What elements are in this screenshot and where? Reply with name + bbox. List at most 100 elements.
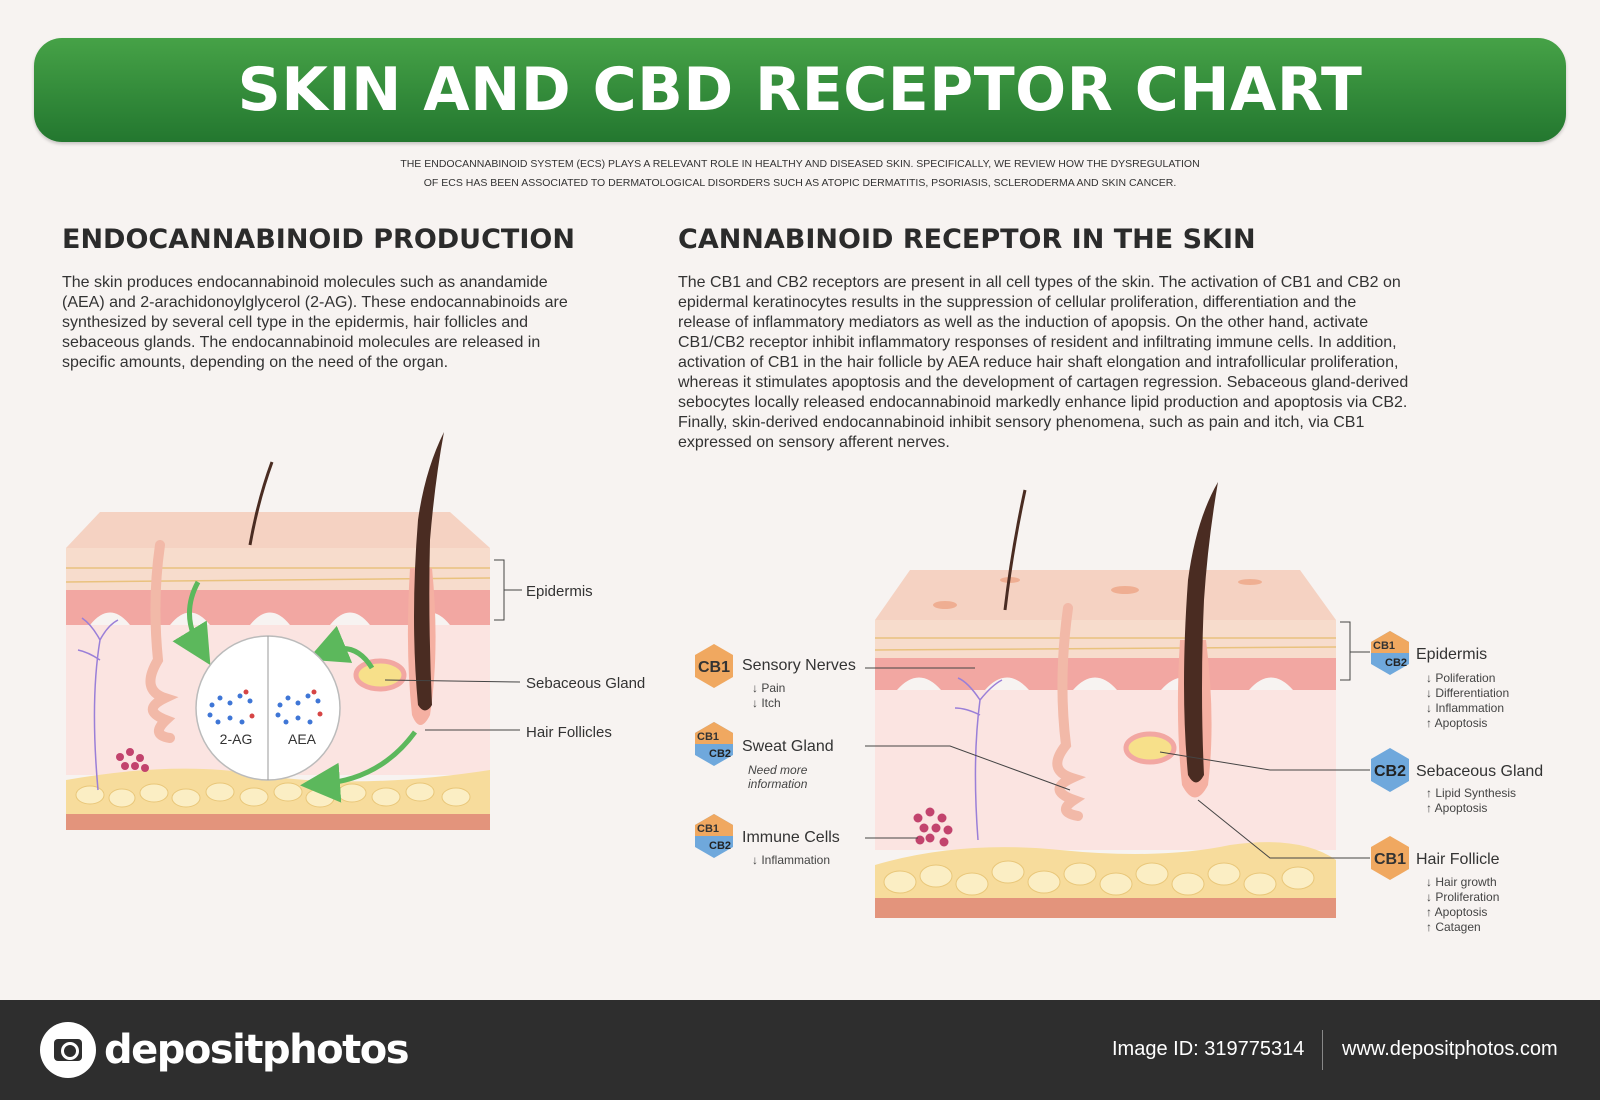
label-hair: Hair Follicles [526, 724, 612, 741]
sensory-badge-text: CB1 [698, 659, 730, 676]
hair-shaft [1184, 482, 1218, 783]
epidermis-bracket [494, 559, 522, 621]
footer-bar: depositphotos Image ID: 319775314 www.de… [0, 1000, 1600, 1100]
sebaceous-note: ↑ Lipid Synthesis [1426, 786, 1516, 800]
brand-logo[interactable]: depositphotos [40, 1022, 410, 1078]
sebaceous-badge-text: CB2 [1374, 763, 1406, 780]
brand-name: depositphotos [104, 1027, 410, 1073]
right-heading: CANNABINOID RECEPTOR IN THE SKIN [678, 224, 1256, 255]
right-paragraph-line: epidermal keratinocytes results in the s… [678, 294, 1357, 311]
left-paragraph-line: synthesized by several cell type in the … [62, 314, 529, 331]
intro-text: THE ENDOCANNABINOID SYSTEM (ECS) PLAYS A… [300, 155, 1300, 193]
sweat-note: information [748, 777, 808, 791]
left-paragraph-line: specific amounts, depending on the need … [62, 354, 449, 371]
leader-hair [1197, 799, 1370, 859]
arrow-epidermis [172, 580, 211, 666]
epidermis-note: ↓ Inflammation [1426, 701, 1504, 715]
hair-note: ↑ Apoptosis [1426, 905, 1487, 919]
intro-line: THE ENDOCANNABINOID SYSTEM (ECS) PLAYS A… [400, 158, 1200, 170]
sebaceous-label: Sebaceous Gland [1416, 763, 1543, 780]
image-id: Image ID: 319775314 [1112, 1038, 1305, 1060]
epidermis-layer [875, 620, 1336, 658]
immune-cells [116, 748, 149, 772]
leader-sebaceous [1159, 751, 1370, 771]
left-paragraph: The skin produces endocannabinoid molecu… [62, 273, 568, 373]
right-paragraph-line: whereas it stimulates apoptosis and the … [678, 374, 1409, 391]
hair-note: ↓ Hair growth [1426, 875, 1497, 889]
hair-badge-text: CB1 [1374, 851, 1406, 868]
aea-molecule [275, 689, 323, 725]
sweat-gland [145, 540, 179, 743]
muscle-layer [66, 814, 490, 830]
hair-note: ↓ Proliferation [1426, 890, 1499, 904]
label-sebaceous: Sebaceous Gland [526, 675, 645, 692]
right-paragraph-line: activation of CB1 in the hair follicle b… [678, 354, 1399, 371]
right-paragraph-line: Finally, skin-derived endocannabinoid in… [678, 414, 1365, 431]
muscle-layer [875, 898, 1336, 918]
immune-badge-cb1: CB1 [697, 823, 719, 835]
right-paragraph: The CB1 and CB2 receptors are present in… [678, 273, 1408, 453]
sweat-note: Need more [748, 763, 808, 777]
label-epidermis: Epidermis [526, 583, 593, 600]
sebaceous-badge: CB2 [1371, 748, 1409, 792]
immune-cells-badge: CB1 CB2 [695, 814, 733, 858]
nerve [954, 677, 1003, 841]
right-paragraph-line: sebocytes locally released endocannabino… [678, 394, 1408, 411]
camera-icon [40, 1022, 96, 1078]
epidermis-note: ↓ Poliferation [1426, 671, 1495, 685]
right-skin-diagram [865, 482, 1370, 918]
sensory-note: ↓ Itch [752, 696, 781, 710]
hair-follicle-label: Hair Follicle [1416, 851, 1500, 868]
immune-cells-label: Immune Cells [742, 829, 840, 846]
skin-surface [875, 570, 1336, 620]
left-paragraph-line: (AEA) and 2-arachidonoylglycerol (2-AG).… [62, 294, 568, 311]
immune-badge-cb2: CB2 [709, 840, 731, 852]
intro-line: OF ECS HAS BEEN ASSOCIATED TO DERMATOLOG… [423, 177, 1177, 189]
leader-epidermis [1340, 621, 1370, 681]
right-paragraph-line: CB1/CB2 receptor inhibit inflammatory re… [678, 334, 1397, 351]
nerve [77, 617, 119, 791]
left-paragraph-line: The skin produces endocannabinoid molecu… [62, 274, 548, 291]
2-ag-molecule [207, 689, 255, 725]
left-skin-diagram: 2-AG AEA Epidermis Sebaceous Gland Hair … [65, 432, 645, 830]
right-receptor-labels: CB1 CB2 Epidermis ↓ Poliferation ↓ Diffe… [1371, 631, 1543, 934]
epidermis-badge-cb1: CB1 [1373, 640, 1395, 652]
immune-note: ↓ Inflammation [752, 853, 830, 867]
small-hair [248, 461, 274, 546]
molecule-label-aea: AEA [288, 731, 317, 747]
hair-shaft [414, 432, 444, 711]
title-banner: SKIN AND CBD RECEPTOR CHART [34, 38, 1566, 142]
page-title: SKIN AND CBD RECEPTOR CHART [237, 55, 1363, 125]
left-paragraph-line: sebaceous glands. The endocannabinoid mo… [62, 334, 541, 351]
epidermis-note: ↑ Apoptosis [1426, 716, 1487, 730]
hair-follicle-badge: CB1 [1371, 836, 1409, 880]
right-paragraph-line: expressed on sensory afferent nerves. [678, 434, 950, 451]
arrow-sebaceous [307, 625, 375, 670]
epidermis-label: Epidermis [1416, 646, 1487, 663]
hair-note: ↑ Catagen [1426, 920, 1481, 934]
fat-layer [875, 842, 1336, 900]
molecule-label-2ag: 2-AG [220, 731, 253, 747]
sweat-badge-cb2: CB2 [709, 748, 731, 760]
sweat-badge-cb1: CB1 [697, 731, 719, 743]
epidermis-note: ↓ Differentiation [1426, 686, 1509, 700]
sweat-gland-label: Sweat Gland [742, 738, 834, 755]
sebaceous-gland [353, 658, 407, 692]
left-receptor-labels: CB1 Sensory Nerves ↓ Pain ↓ Itch CB1 CB2… [695, 644, 856, 867]
site-link[interactable]: www.depositphotos.com [1342, 1038, 1558, 1060]
skin-surface [66, 512, 490, 548]
sweat-gland [1052, 603, 1086, 821]
right-paragraph-line: release of inflammatory mediators as wel… [678, 314, 1369, 331]
sebaceous-line [384, 679, 521, 683]
small-hair [1003, 489, 1027, 611]
right-paragraph-line: The CB1 and CB2 receptors are present in… [678, 274, 1401, 291]
footer-divider [1322, 1030, 1323, 1070]
dermis-layer [875, 690, 1336, 850]
sensory-nerves-label: Sensory Nerves [742, 657, 856, 674]
sweat-gland-badge: CB1 CB2 [695, 722, 733, 766]
sensory-note: ↓ Pain [752, 681, 785, 695]
sebaceous-gland [1123, 731, 1177, 765]
epidermis-badge-cb2: CB2 [1385, 657, 1407, 669]
arrow-hair [300, 730, 418, 803]
sebaceous-note: ↑ Apoptosis [1426, 801, 1487, 815]
